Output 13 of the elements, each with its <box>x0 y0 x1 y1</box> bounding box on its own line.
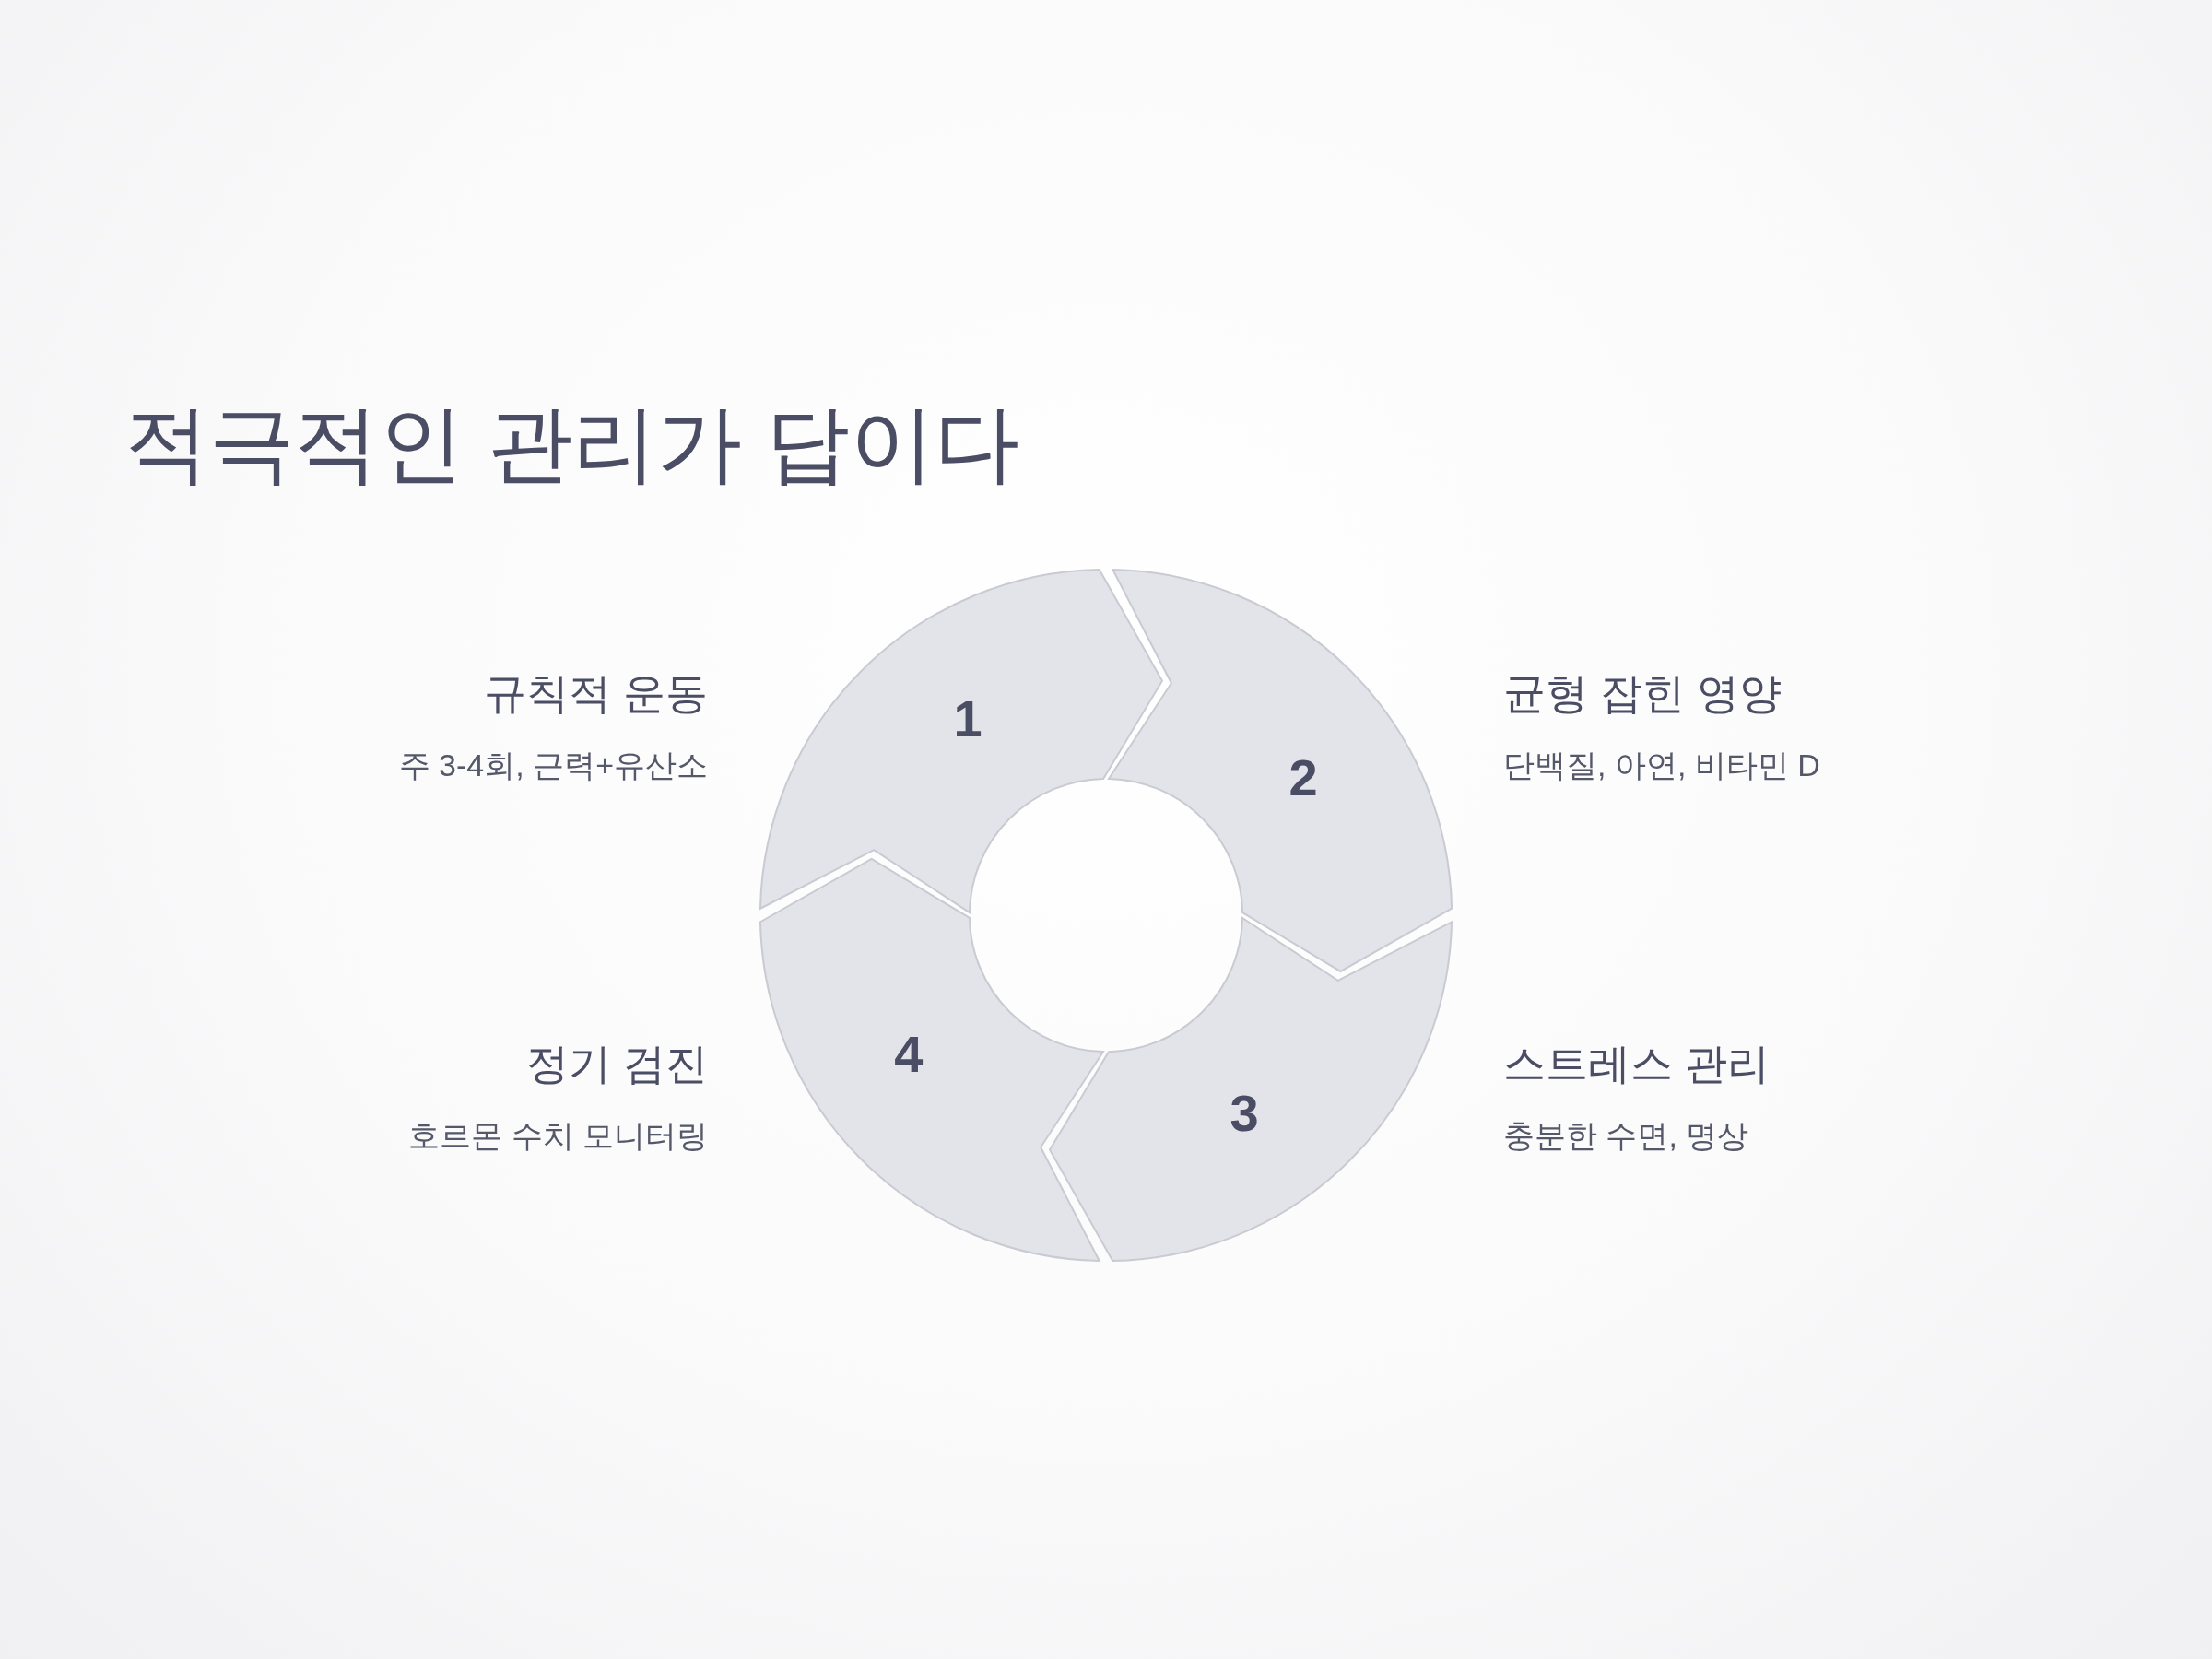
step-number: 2 <box>1288 747 1318 807</box>
section-heading: 규칙적 운동 <box>484 668 708 719</box>
section-heading: 정기 검진 <box>526 1039 708 1089</box>
step-number: 1 <box>953 688 982 748</box>
description-text: 충분한 수면, 명상 <box>1503 1117 1749 1155</box>
slide-title: 적극적인 관리가 답이다 <box>124 395 1020 492</box>
section-heading: 스트레스 관리 <box>1503 1039 1770 1089</box>
section-heading: 균형 잡힌 영양 <box>1503 668 1782 719</box>
description-text: 호르몬 수치 모니터링 <box>408 1117 708 1155</box>
description-text: 단백질, 아연, 비타민 D <box>1503 747 1820 784</box>
description-text: 주 3-4회, 근력+유산소 <box>398 747 708 784</box>
step-number: 4 <box>894 1023 924 1084</box>
step-number: 3 <box>1230 1082 1259 1143</box>
